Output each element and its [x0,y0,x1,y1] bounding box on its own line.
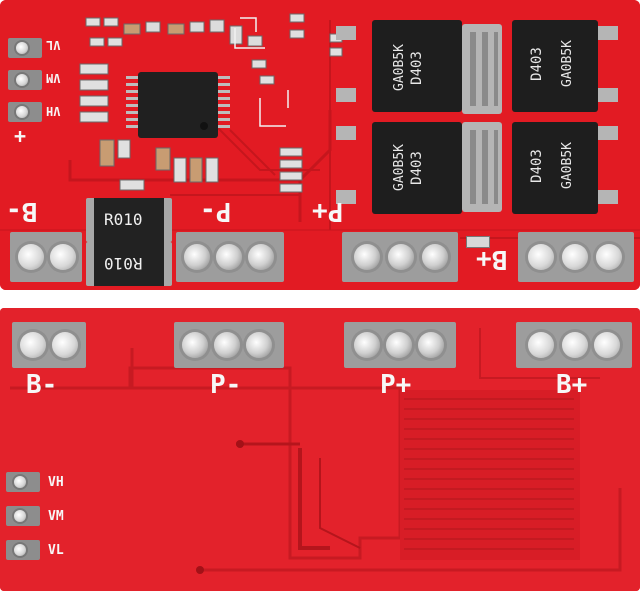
pad-p-plus-hole-3 [422,244,448,270]
silk-vh-bottom: VH [48,475,64,490]
pad-p-minus-bottom-hole-3 [246,332,272,358]
pad-b-minus-hole-1 [18,244,44,270]
pad-b-minus-bottom-hole-1 [20,332,46,358]
mosfet-1-line1: D403 [408,51,425,85]
mosfet-4-line1: D403 [528,149,545,183]
silk-vm-bottom: VM [48,509,64,524]
pcb-top-side: VL VM VH + [0,0,640,290]
pad-p-minus-hole-2 [216,244,242,270]
silk-b-minus-bottom: B- [26,370,58,400]
pad-b-plus-bottom-hole-3 [594,332,620,358]
shunt-label-1: R010 [104,210,143,229]
pad-b-plus-hole-1 [528,244,554,270]
pad-vh-bottom-hole [14,476,26,488]
pad-p-plus-bottom-hole-3 [418,332,444,358]
pad-p-plus-bottom-hole-1 [354,332,380,358]
pad-vl-bottom-hole [14,544,26,556]
pad-p-plus-bottom-hole-2 [386,332,412,358]
silk-p-plus-top: P+ [312,196,344,226]
pad-vl-hole [16,42,28,54]
mosfet-3-line2: GA0B5K [391,144,407,191]
pad-b-plus-bottom-hole-1 [528,332,554,358]
silk-vl-top: VL [46,38,61,52]
pad-vm-bottom-hole [14,510,26,522]
pad-p-minus-hole-3 [248,244,274,270]
pad-b-plus-bottom-hole-2 [562,332,588,358]
silk-vl-bottom: VL [48,543,64,558]
pad-b-plus-hole-2 [562,244,588,270]
pad-b-minus-hole-2 [50,244,76,270]
pad-p-minus-hole-1 [184,244,210,270]
silk-b-minus-top: B- [6,196,38,226]
mosfet-2-line1: D403 [528,47,545,81]
mosfet-1-line2: GA0B5K [391,44,407,91]
ic-pins [126,76,230,130]
mosfet-4-line2: GA0B5K [559,142,575,189]
pad-b-plus-hole-3 [596,244,622,270]
pcb-bottom-side: B- P- P+ B+ VH VM VL [0,308,640,591]
pad-p-plus-hole-2 [388,244,414,270]
pad-p-minus-bottom-hole-1 [182,332,208,358]
silk-b-plus-top: B+ [476,244,508,274]
shunt-label-2: R010 [104,254,143,273]
pad-vm-hole [16,74,28,86]
mosfet-3-line1: D403 [408,151,425,185]
silk-p-plus-bottom: P+ [380,370,412,400]
mosfet-2-line2: GA0B5K [559,40,575,87]
shunt-resistor-2 [86,242,172,286]
mosfet-array [336,20,618,214]
silk-plus-top: + [14,124,27,148]
shunt-resistor-1 [86,198,172,242]
pad-vh-hole [16,106,28,118]
pad-p-plus-hole-1 [354,244,380,270]
small-resistor [466,236,490,248]
smd-components [79,13,343,193]
pad-b-minus-bottom-hole-2 [52,332,78,358]
silk-b-plus-bottom: B+ [556,370,588,400]
pad-p-minus-bottom-hole-2 [214,332,240,358]
silk-vm-top: VM [46,71,61,85]
silk-vh-top: VH [46,104,61,118]
silk-p-minus-top: P- [200,196,232,226]
silk-p-minus-bottom: P- [210,370,242,400]
